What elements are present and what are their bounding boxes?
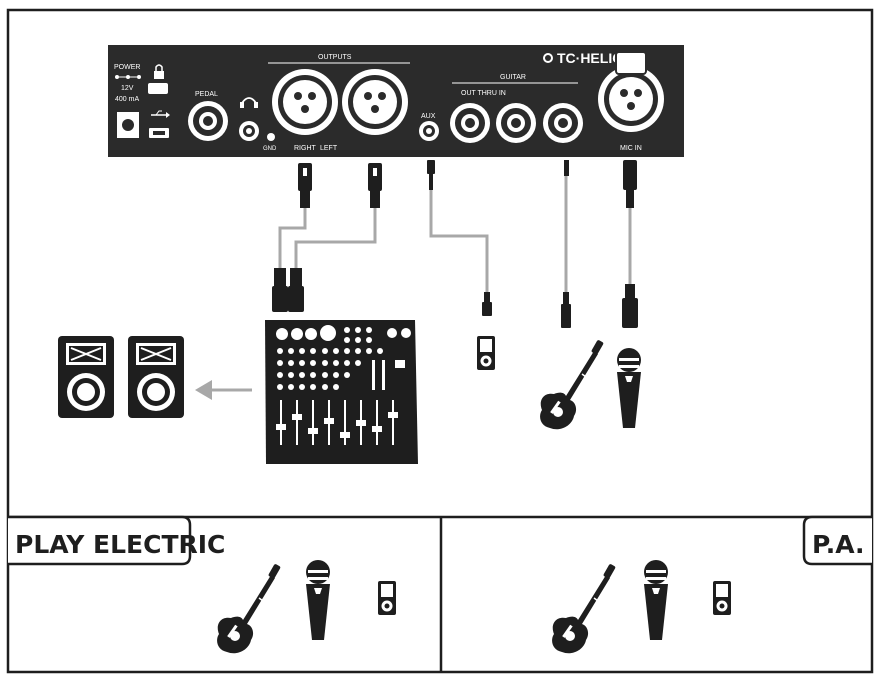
pedal-jack	[188, 101, 228, 141]
media-player-icon	[713, 581, 731, 615]
panel-pa: P.A.	[551, 515, 872, 655]
power-current-label: 400 mA	[115, 96, 139, 103]
speaker-icon	[57, 335, 115, 419]
output-left-jack	[342, 69, 408, 135]
guitar-in-jack	[543, 103, 583, 143]
guitar-out-thru-in-label: OUT THRU IN	[461, 90, 506, 97]
gnd-label: GND	[263, 146, 277, 152]
lock-icon	[154, 64, 164, 79]
arrow-left-icon	[195, 380, 252, 400]
guitar-out-jack	[450, 103, 490, 143]
panel-play-electric: PLAY ELECTRIC	[8, 515, 396, 655]
output-left-label: LEFT	[320, 145, 338, 152]
guitar-label: GUITAR	[500, 74, 526, 81]
cable-right-output	[278, 208, 307, 268]
end-plugs	[272, 268, 638, 328]
mixer-icon	[265, 320, 418, 464]
gnd-terminal	[267, 133, 275, 141]
mic-in-jack	[598, 66, 664, 132]
power-voltage-label: 12V	[121, 85, 134, 92]
media-player-icon	[378, 581, 396, 615]
device-plugs	[298, 160, 637, 208]
guitar-thru-jack	[496, 103, 536, 143]
device-rear-panel: POWER 12V 400 mA PEDAL	[108, 45, 684, 157]
cable-left-output	[294, 208, 377, 268]
mic-cable-top-plug	[615, 51, 647, 75]
mic-in-label: MIC IN	[620, 145, 642, 152]
speaker-icon	[127, 335, 185, 419]
cable-aux	[429, 190, 489, 292]
panel-title-play-electric: PLAY ELECTRIC	[15, 530, 225, 559]
lock-slot	[148, 83, 168, 94]
power-label: POWER	[114, 64, 140, 71]
panel-title-pa: P.A.	[812, 530, 865, 559]
headphones-icon	[240, 97, 258, 108]
cables	[278, 176, 632, 292]
pedal-label: PEDAL	[195, 91, 218, 98]
output-right-label: RIGHT	[294, 145, 317, 152]
aux-label: AUX	[421, 113, 436, 120]
output-right-jack	[272, 69, 338, 135]
media-player-icon	[477, 336, 495, 370]
outputs-label: OUTPUTS	[318, 54, 352, 61]
usb-icon	[151, 110, 170, 118]
